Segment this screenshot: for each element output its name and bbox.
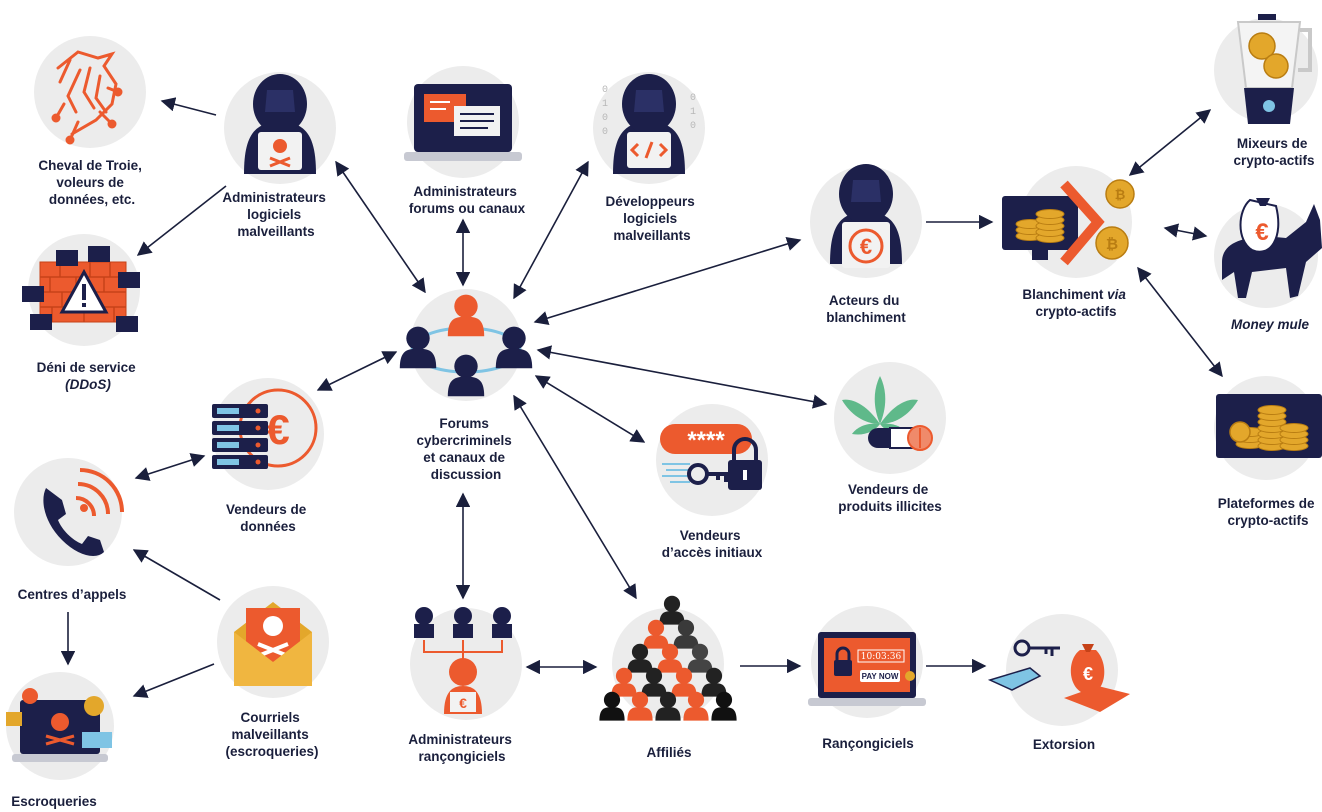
extortion-hands-icon: € [987,639,1130,712]
label-ransom-admins: Administrateurs rançongiciels [408,732,515,764]
arrow-forums-access-sellers [534,375,646,443]
svg-text:€: € [1255,219,1268,246]
label-trojan: Cheval de Troie, voleurs de données, etc… [38,158,145,207]
node-malware-admins: Administrateurs logiciels malveillants [222,72,336,239]
password-key-lock-icon: **** [660,424,762,490]
svg-text:€: € [459,695,467,711]
label-malware-devs: Développeurs logiciels malveillants [605,194,698,243]
label-phishing: Courriels malveillants (escroqueries) [225,710,318,759]
network-users-icon [399,294,533,397]
hacker-euro-icon: € [830,164,902,268]
connection-arrows [60,97,1223,698]
label-laundering-actors: Acteurs du blanchiment [826,293,906,325]
svg-text:€: € [266,406,289,453]
svg-text:₿: ₿ [1106,236,1118,253]
svg-text:0: 0 [690,121,696,132]
node-call-centers: Centres d’appels [14,458,126,602]
monitor-coins-icon [1216,394,1322,458]
node-money-mule: € Money mule [1214,198,1322,332]
label-platforms: Plateformes de crypto-actifs [1218,496,1319,528]
svg-text:0: 0 [602,85,608,96]
svg-text:0: 0 [602,127,608,138]
svg-text:0: 0 [690,93,696,104]
arrow-crypto-platforms [1137,266,1223,378]
node-malware-devs: 0 1 0 0 0 1 0 Développeurs logiciels malveill… [593,72,705,243]
label-ransomware: Rançongiciels [822,736,914,751]
label-scams: Escroqueries [11,794,97,809]
node-data-sellers: € Vendeurs de données [212,378,324,534]
svg-text:₿: ₿ [1115,187,1126,202]
ransom-timer: 10:03:36 [861,652,902,662]
node-platforms: Plateformes de crypto-actifs [1214,376,1322,528]
ransom-hierarchy-icon: € [414,607,512,714]
label-crypto-laundering: Blanchiment via crypto-actifs [1022,287,1129,319]
node-forum-admins: Administrateurs forums ou canaux [404,66,526,216]
node-mixers: Mixeurs de crypto-actifs [1214,14,1318,168]
label-money-mule: Money mule [1231,317,1310,332]
label-affiliates: Affiliés [646,745,691,760]
arrow-data-sellers-call-centers [134,453,206,481]
server-euro-icon: € [212,388,318,469]
arrow-forums-illicit-sellers [536,345,828,409]
node-ransomware: 10:03:36 PAY NOW Rançongiciels [808,606,926,751]
cannabis-pill-icon [842,376,933,451]
scam-laptop-icon [6,688,112,762]
node-illicit-sellers: Vendeurs de produits illicites [834,362,946,514]
label-illicit-sellers: Vendeurs de produits illicites [838,482,942,514]
hacker-code-icon: 0 1 0 0 0 1 0 [602,74,696,174]
malicious-mail-icon [234,602,312,686]
svg-text:1: 1 [602,99,608,110]
arrow-forums-affiliates [513,394,637,600]
svg-text:€: € [860,234,872,259]
donkey-icon: € [1222,198,1322,298]
laptop-chat-icon [404,84,522,161]
ransomware-laptop-icon: 10:03:36 PAY NOW [808,632,926,706]
svg-text:€: € [1083,664,1093,684]
hacker-skull-icon [244,74,316,174]
ddos-icon [22,246,140,332]
label-forum-admins: Administrateurs forums ou canaux [409,184,526,216]
label-call-centers: Centres d’appels [18,587,127,602]
crypto-laundering-icon: ₿ ₿ [1002,179,1135,266]
password-mask: **** [687,427,725,454]
label-data-sellers: Vendeurs de données [226,502,310,534]
arrow-phishing-to-scams [132,663,215,698]
trojan-horse-icon [51,50,123,145]
phone-icon [43,468,124,556]
blender-icon [1236,14,1312,124]
node-ddos: Déni de service (DDoS) [22,234,140,392]
arrow-malware-admins-forums [335,160,426,294]
node-phishing: Courriels malveillants (escroqueries) [217,586,329,759]
arrow-phishing-to-call-centers [132,549,221,601]
node-laundering-actors: € Acteurs du blanchiment [810,164,922,325]
node-crypto-laundering: ₿ ₿ Blanchiment via crypto-actifs [1002,166,1135,319]
arrow-malware-devs-forums [513,160,589,300]
node-trojan: Cheval de Troie, voleurs de données, etc… [34,36,146,207]
arrow-forums-laundering-actors [533,236,802,326]
node-extortion: € Extorsion [987,614,1130,752]
label-access-sellers: Vendeurs d’accès initiaux [662,528,763,560]
node-scams: Escroqueries [6,672,114,809]
arrow-crypto-mixers [1128,109,1212,176]
arrow-malware-admins-to-ddos [136,185,227,256]
label-malware-admins: Administrateurs logiciels malveillants [222,190,329,239]
arrow-crypto-mule [1163,223,1208,241]
label-extortion: Extorsion [1033,737,1095,752]
node-affiliates: Affiliés [599,595,737,760]
node-forums: Forums cybercriminels et canaux de discu… [399,289,533,482]
svg-text:1: 1 [690,107,696,118]
pay-now-button: PAY NOW [862,672,899,681]
node-access-sellers: **** Vendeurs d’accès initiaux [656,404,768,560]
arrow-malware-admins-to-trojan [160,97,217,116]
label-forums: Forums cybercriminels et canaux de discu… [416,416,515,482]
arrow-forums-data-sellers [316,351,398,391]
label-ddos: Déni de service (DDoS) [37,360,140,392]
label-mixers: Mixeurs de crypto-actifs [1233,136,1314,168]
node-ransom-admins: € Administrateurs rançongiciels [408,607,522,764]
svg-text:0: 0 [602,113,608,124]
